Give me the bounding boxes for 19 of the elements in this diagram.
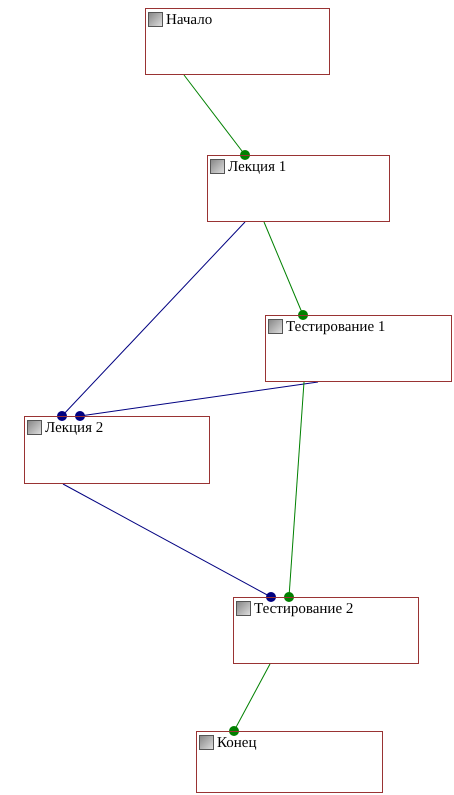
lesson-box [265,315,452,382]
connector-line [62,484,276,602]
node-title: Конец [217,734,256,753]
lesson-box [145,8,330,75]
node-title: Лекция 2 [45,419,104,438]
connector-line [57,222,246,421]
node-title: Тестирование 2 [254,600,354,619]
lesson-box [196,731,383,793]
lesson-box [233,597,419,664]
connector-line [284,382,304,602]
node-title: Лекция 1 [228,158,286,177]
lesson-box [207,155,390,222]
lesson-box [24,416,210,484]
connector-line [264,222,308,320]
connector-line [229,664,270,736]
connector-line [75,382,318,421]
connector-line [184,74,250,160]
node-title: Начало [166,11,212,30]
node-title: Тестирование 1 [286,318,386,337]
